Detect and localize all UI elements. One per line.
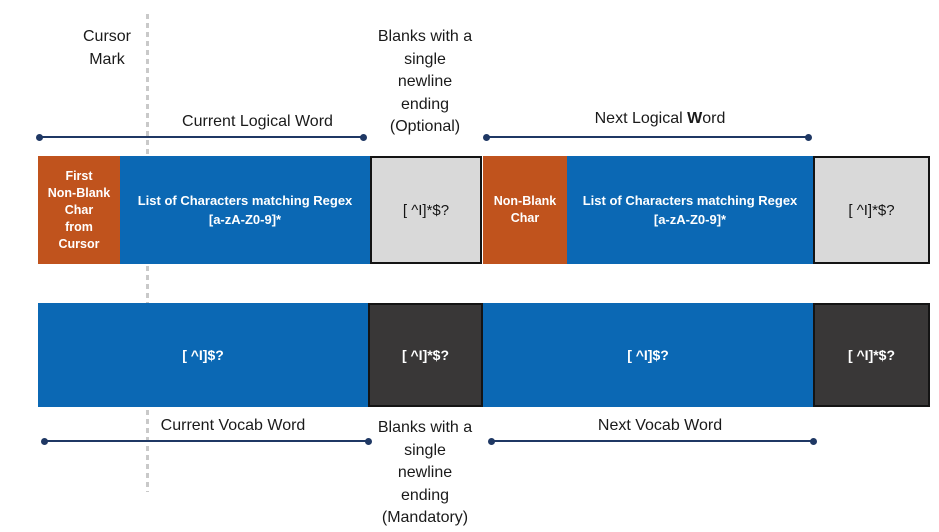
- blanks-mandatory-label: Blanks with a single newline ending (Man…: [377, 419, 473, 526]
- current-logical-word-line: [36, 133, 367, 141]
- next-logical-word-bold-w: W: [687, 110, 703, 127]
- next-logical-word-suffix: ord: [702, 110, 726, 127]
- next-vocab-word-label: Next Vocab Word: [597, 417, 723, 434]
- endpoint-dot: [483, 133, 490, 141]
- endpoint-dot: [360, 133, 367, 141]
- endpoint-dot: [488, 437, 495, 445]
- current-word-regex-block: List of Characters matching Regex [a-zA-…: [120, 156, 370, 264]
- cursor-mark-label: Cursor Mark: [82, 28, 131, 68]
- next-mandatory-blanks-block: [ ^I]*$?: [813, 303, 930, 407]
- current-vocab-word-line: [41, 437, 372, 445]
- endpoint-dot: [36, 133, 43, 141]
- endpoint-dot: [805, 133, 812, 141]
- next-vocab-word-line: [488, 437, 817, 445]
- current-logical-word-label: Current Logical Word: [182, 113, 333, 130]
- endpoint-dot: [810, 437, 817, 445]
- current-vocab-word-label: Current Vocab Word: [160, 417, 306, 434]
- endpoint-dot: [365, 437, 372, 445]
- endpoint-dot: [41, 437, 48, 445]
- current-vocab-word-block: [ ^I]$?: [38, 303, 368, 407]
- current-optional-blanks-block: [ ^I]*$?: [370, 156, 482, 264]
- current-mandatory-blanks-block: [ ^I]*$?: [368, 303, 483, 407]
- next-logical-word-line: [483, 133, 812, 141]
- first-non-blank-char-block: First Non-Blank Char from Cursor: [38, 156, 120, 264]
- next-logical-word-label: Next Logical Word: [495, 108, 825, 131]
- next-logical-word-prefix: Next Logical: [594, 110, 688, 127]
- blanks-optional-label: Blanks with a single newline ending (Opt…: [377, 28, 473, 135]
- next-vocab-word-block: [ ^I]$?: [483, 303, 813, 407]
- next-non-blank-char-block: Non-Blank Char: [483, 156, 567, 264]
- next-optional-blanks-block: [ ^I]*$?: [813, 156, 930, 264]
- next-word-regex-block: List of Characters matching Regex [a-zA-…: [567, 156, 813, 264]
